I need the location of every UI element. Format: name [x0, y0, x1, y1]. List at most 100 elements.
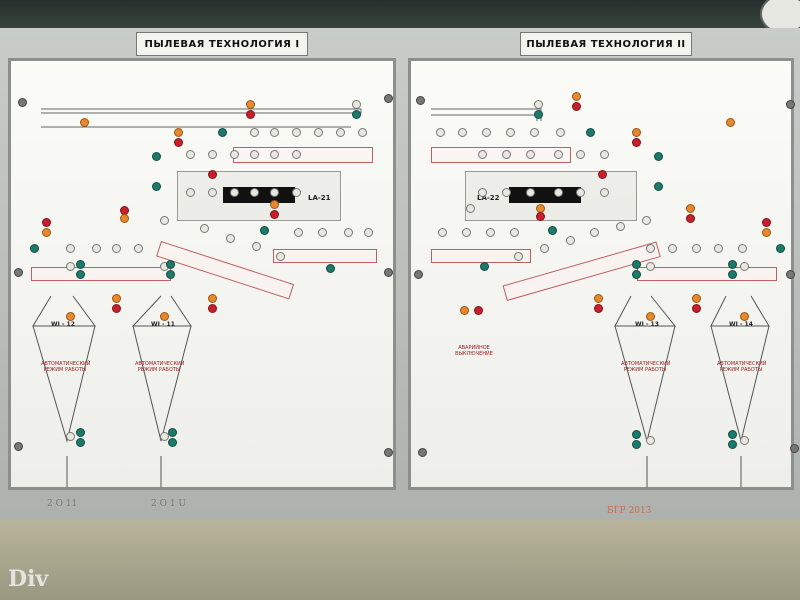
silo-label-wi11: WI - 11	[151, 321, 175, 328]
indicator-lamp	[250, 128, 259, 137]
panel-screw	[14, 442, 23, 451]
indicator-lamp	[728, 270, 737, 279]
indicator-lamp	[112, 294, 121, 303]
indicator-lamp	[466, 204, 475, 213]
indicator-lamp	[112, 244, 121, 253]
indicator-lamp	[270, 210, 279, 219]
indicator-lamp	[208, 170, 217, 179]
indicator-lamp	[200, 224, 209, 233]
indicator-lamp	[526, 188, 535, 197]
indicator-lamp	[438, 228, 447, 237]
title-plate-left: ПЫЛЕВАЯ ТЕХНОЛОГИЯ I	[136, 32, 308, 56]
indicator-lamp	[572, 102, 581, 111]
indicator-lamp	[642, 216, 651, 225]
indicator-lamp	[646, 436, 655, 445]
indicator-lamp	[250, 150, 259, 159]
indicator-lamp	[218, 128, 227, 137]
indicator-lamp	[294, 228, 303, 237]
indicator-lamp	[76, 438, 85, 447]
indicator-lamp	[740, 436, 749, 445]
indicator-lamp	[482, 128, 491, 137]
indicator-lamp	[174, 138, 183, 147]
panel-screw	[414, 270, 423, 279]
indicator-lamp	[534, 110, 543, 119]
watermark: Div	[8, 566, 49, 592]
conveyor-top-right	[431, 147, 571, 163]
indicator-lamp	[632, 138, 641, 147]
indicator-lamp	[576, 150, 585, 159]
indicator-lamp	[292, 150, 301, 159]
indicator-lamp	[762, 218, 771, 227]
indicator-lamp	[66, 262, 75, 271]
indicator-lamp	[514, 252, 523, 261]
indicator-lamp	[586, 128, 595, 137]
panel-screw	[786, 270, 795, 279]
indicator-lamp	[226, 234, 235, 243]
panel-screw	[418, 448, 427, 457]
indicator-lamp	[692, 304, 701, 313]
panel-screw	[416, 96, 425, 105]
mode-text-c: АВТОМАТИЧЕСКИЙ РЕЖИМ РАБОТЫ	[621, 361, 671, 373]
indicator-lamp	[152, 152, 161, 161]
indicator-lamp	[292, 128, 301, 137]
indicator-lamp	[326, 264, 335, 273]
indicator-lamp	[112, 304, 121, 313]
indicator-lamp	[160, 432, 169, 441]
indicator-lamp	[554, 188, 563, 197]
indicator-lamp	[208, 304, 217, 313]
indicator-lamp	[692, 294, 701, 303]
indicator-lamp	[594, 294, 603, 303]
indicator-lamp	[600, 188, 609, 197]
indicator-lamp	[726, 118, 735, 127]
indicator-lamp	[728, 440, 737, 449]
indicator-lamp	[738, 244, 747, 253]
indicator-lamp	[270, 150, 279, 159]
indicator-lamp	[714, 244, 723, 253]
indicator-lamp	[556, 128, 565, 137]
indicator-lamp	[208, 150, 217, 159]
indicator-lamp	[686, 204, 695, 213]
indicator-lamp	[502, 150, 511, 159]
indicator-lamp	[270, 188, 279, 197]
indicator-lamp	[66, 432, 75, 441]
indicator-lamp	[600, 150, 609, 159]
indicator-lamp	[598, 170, 607, 179]
conveyor-right-right	[637, 267, 777, 281]
indicator-lamp	[478, 188, 487, 197]
indicator-lamp	[186, 188, 195, 197]
indicator-lamp	[632, 260, 641, 269]
silo-label-wi12: WI - 12	[51, 321, 75, 328]
indicator-lamp	[230, 188, 239, 197]
silo-label-wi14: WI - 14	[729, 321, 753, 328]
indicator-lamp	[260, 226, 269, 235]
indicator-lamp	[632, 128, 641, 137]
indicator-lamp	[134, 244, 143, 253]
indicator-lamp	[42, 228, 51, 237]
mode-text-d: АВТОМАТИЧЕСКИЙ РЕЖИМ РАБОТЫ	[717, 361, 767, 373]
indicator-lamp	[506, 128, 515, 137]
indicator-lamp	[152, 182, 161, 191]
indicator-lamp	[502, 188, 511, 197]
indicator-lamp	[358, 128, 367, 137]
indicator-lamp	[462, 228, 471, 237]
panel-screw	[384, 94, 393, 103]
indicator-lamp	[776, 244, 785, 253]
indicator-lamp	[344, 228, 353, 237]
indicator-lamp	[66, 244, 75, 253]
panel-screw	[384, 268, 393, 277]
indicator-lamp	[480, 262, 489, 271]
indicator-lamp	[292, 188, 301, 197]
indicator-lamp	[352, 110, 361, 119]
indicator-lamp	[536, 212, 545, 221]
indicator-lamp	[436, 128, 445, 137]
indicator-lamp	[336, 128, 345, 137]
indicator-lamp	[530, 128, 539, 137]
indicator-lamp	[276, 252, 285, 261]
indicator-lamp	[352, 100, 361, 109]
indicator-lamp	[252, 242, 261, 251]
indicator-lamp	[576, 188, 585, 197]
indicator-lamp	[270, 200, 279, 209]
conveyor-right	[273, 249, 377, 263]
indicator-lamp	[474, 306, 483, 315]
indicator-lamp	[230, 150, 239, 159]
